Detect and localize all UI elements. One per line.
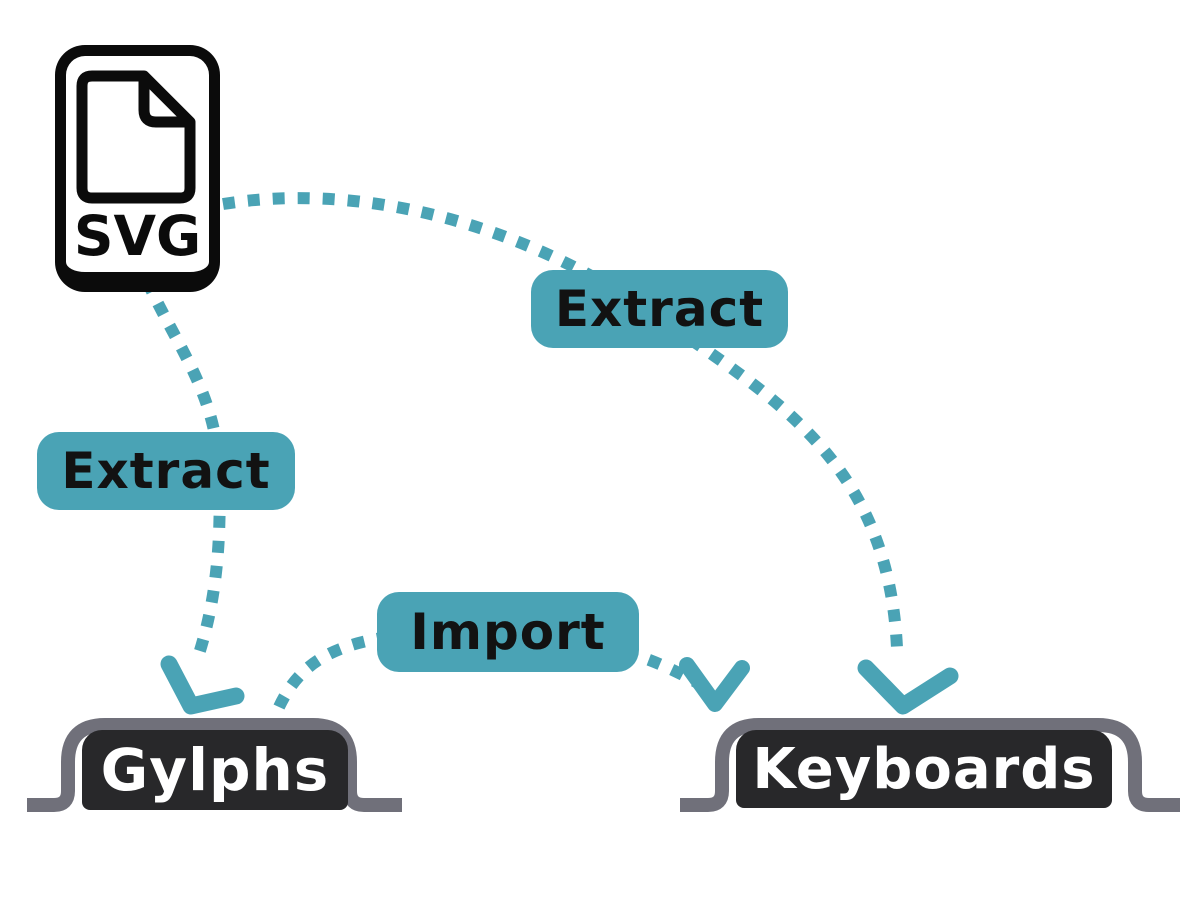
key-frame-keyboards [680,718,1180,812]
arrowhead-keyboards-icon [857,659,959,715]
edge-label-extract-top: Extract [531,270,788,348]
edge-import-path [273,625,710,710]
edge-label-extract-left: Extract [37,432,295,510]
arrowhead-glyphs-icon [160,655,245,715]
node-glyphs: Gylphs [82,730,348,810]
node-keyboards: Keyboards [736,730,1112,808]
svg-file-icon: SVG [55,45,220,292]
edge-label-import: Import [377,592,639,672]
edge-extract-top-path [222,192,903,649]
document-icon [76,70,196,204]
key-frame-glyphs [27,718,402,812]
file-type-label: SVG [73,204,202,268]
arrowhead-import-icon [679,657,750,712]
